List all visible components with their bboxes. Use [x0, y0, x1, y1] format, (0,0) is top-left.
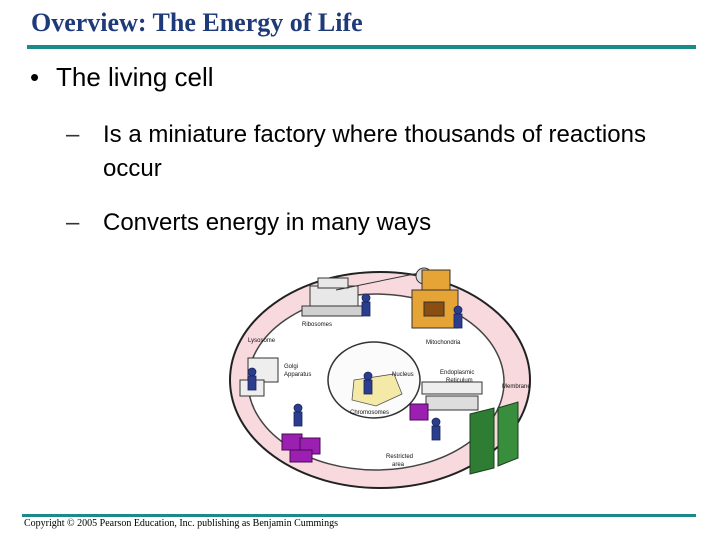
label-membrane: Membrane	[502, 384, 531, 390]
subpoint-text: Converts energy in many ways	[103, 206, 663, 240]
label-golgi: Golgi	[284, 364, 298, 370]
bullet-marker: •	[30, 62, 56, 93]
copyright-notice: Copyright © 2005 Pearson Education, Inc.…	[24, 518, 338, 529]
dash-marker: –	[66, 206, 79, 240]
label-ribosomes: Ribosomes	[302, 322, 332, 328]
label-restricted-2: area	[392, 462, 405, 468]
label-mitochondria: Mitochondria	[426, 340, 461, 346]
er-conveyor	[422, 382, 482, 410]
label-lysosome: Lysosome	[248, 338, 276, 344]
label-nucleus: Nucleus	[392, 372, 414, 378]
label-er: Endoplasmic	[440, 370, 474, 376]
footer-divider	[22, 514, 696, 517]
title-divider	[27, 45, 696, 49]
slide-title: Overview: The Energy of Life	[31, 8, 363, 38]
cell-factory-illustration: Ribosomes Lysosome Mitochondria Golgi Ap…	[226, 262, 538, 494]
label-er-2: Reticulum	[446, 378, 473, 384]
main-bullet: •The living cell	[30, 62, 214, 93]
label-golgi-2: Apparatus	[284, 372, 311, 378]
label-restricted: Restricted	[386, 454, 413, 460]
membrane-doors	[470, 402, 518, 474]
label-chromosomes: Chromosomes	[350, 410, 389, 416]
subpoint-text: Is a miniature factory where thousands o…	[103, 118, 663, 186]
bullet-text: The living cell	[56, 62, 214, 92]
dash-marker: –	[66, 118, 79, 152]
